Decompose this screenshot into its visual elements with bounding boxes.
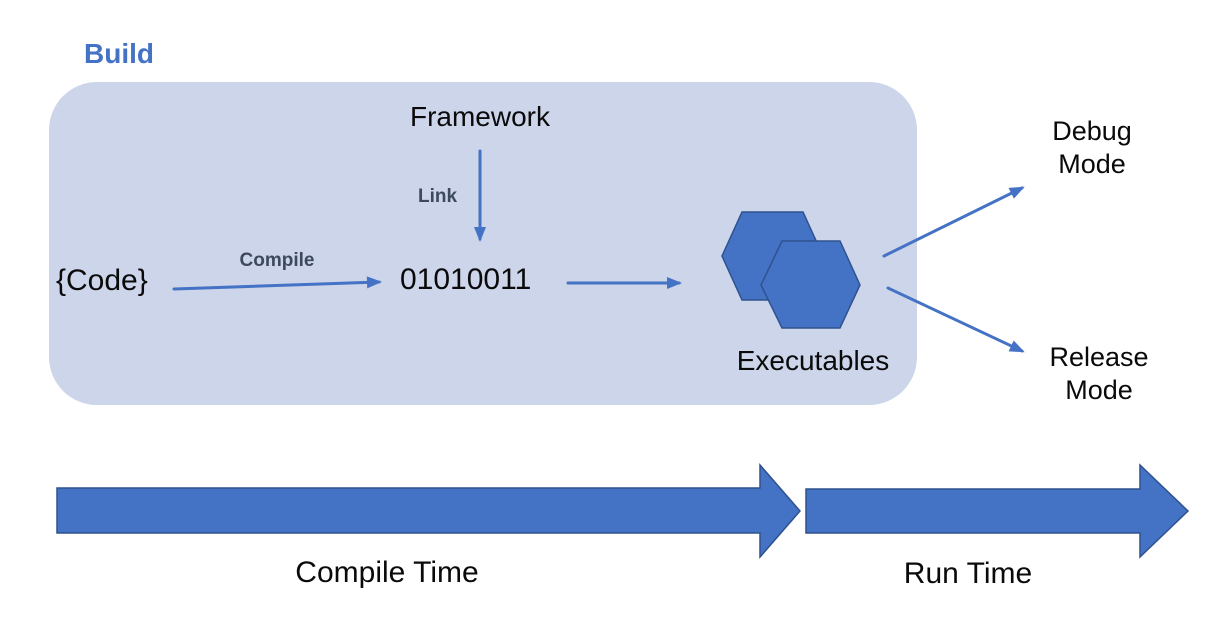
run-time-label: Run Time bbox=[903, 557, 1033, 590]
link-edge-label: Link bbox=[418, 186, 458, 207]
release-mode-label: Release Mode bbox=[1049, 342, 1149, 405]
executables-to-debug-arrow bbox=[882, 186, 1025, 258]
run-time-arrow bbox=[805, 463, 1190, 559]
executable-hexagon-front bbox=[760, 240, 861, 329]
executables-node-label: Executables bbox=[736, 345, 890, 376]
binary-node-label: 01010011 bbox=[400, 263, 532, 296]
compile-time-arrow bbox=[56, 462, 801, 560]
code-node-label: {Code} bbox=[56, 264, 148, 297]
compile-time-label: Compile Time bbox=[295, 556, 479, 589]
debug-mode-label: Debug Mode bbox=[1052, 116, 1132, 179]
build-group-label: Build bbox=[84, 38, 154, 69]
compile-edge-label: Compile bbox=[239, 250, 315, 271]
framework-node-label: Framework bbox=[409, 101, 550, 132]
compile-arrow bbox=[172, 276, 382, 291]
executables-to-release-arrow bbox=[886, 286, 1025, 353]
